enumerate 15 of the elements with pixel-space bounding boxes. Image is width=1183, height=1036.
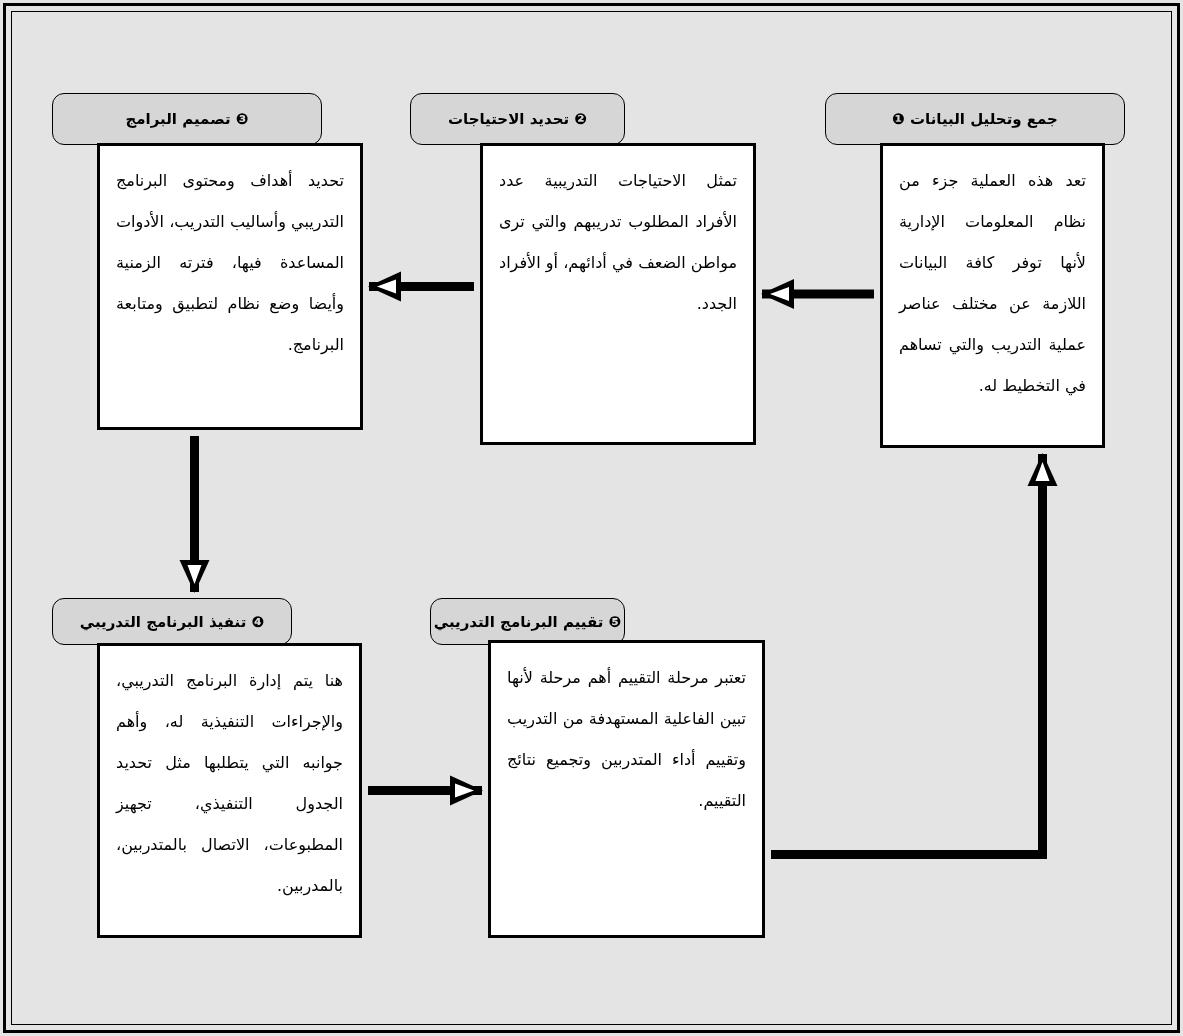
arrow — [771, 453, 1058, 860]
step-header: ❷ تحديد الاحتياجات — [410, 93, 625, 145]
step-header: جمع وتحليل البيانات ❶ — [825, 93, 1125, 145]
text-box: تمثل الاحتياجات التدريبية عدد الأفراد المطلوب تدريبهم والتي ترى مواطن الضعف في أدائهم، أو الأفراد الجدد. — [480, 143, 756, 445]
text-box: تعتبر مرحلة التقييم أهم مرحلة لأنها تبين الفاعلية المستهدفة من التدريب وتقييم أداء المتدربين وتجميع نتائج التقييم. — [488, 640, 765, 938]
arrow — [761, 279, 874, 309]
step-header: ❹ تنفيذ البرنامج التدريبي — [52, 598, 292, 645]
text-box: هنا يتم إدارة البرنامج التدريبي، والإجراءات التنفيذية له، وأهم جوانبه التي يتطلبها مثل تحديد الجدول التنفيذي، تجهيز المطبوعات، الاتصال بالمتدربين، بالمدربين. — [97, 643, 362, 938]
arrow — [368, 775, 483, 806]
step-header: ❸ تصميم البرامج — [52, 93, 322, 145]
step-header: ❺ تقييم البرنامج التدريبي — [430, 598, 625, 645]
arrow — [368, 271, 474, 302]
arrow — [179, 436, 210, 593]
text-box: تحديد أهداف ومحتوى البرنامج التدريبي وأساليب التدريب، الأدوات المساعدة فيها، فترته الزمنية وأيضا وضع نظام لتطبيق ومتابعة البرنامج. — [97, 143, 363, 430]
text-box: تعد هذه العملية جزء من نظام المعلومات الإدارية لأنها توفر كافة البيانات اللازمة عن مختلف عناصر عملية التدريب والتي تساهم في التخطيط له. — [880, 143, 1105, 448]
